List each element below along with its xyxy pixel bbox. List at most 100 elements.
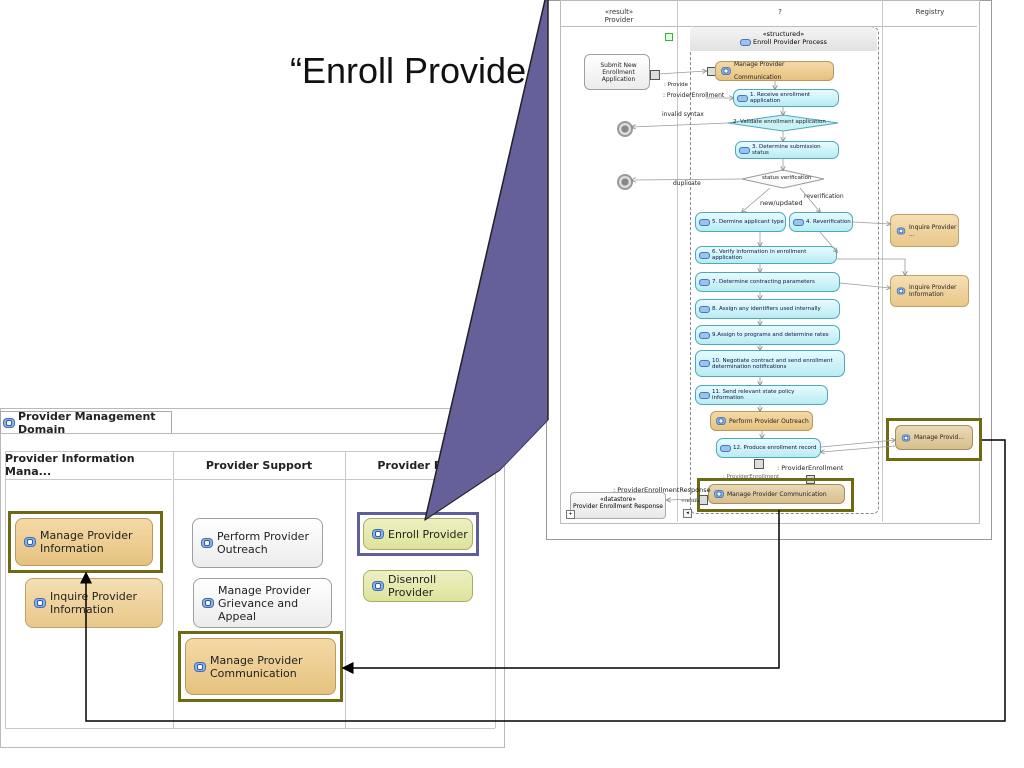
- structured-activity-header: «structured» Enroll Provider Process: [690, 27, 877, 51]
- capability-icon: [34, 598, 46, 608]
- label-provider-enrollment-out: : ProviderEnrollment: [777, 464, 844, 472]
- registry-inquire-short[interactable]: Inquire Provider ...: [890, 214, 959, 247]
- decision-status-verification: [741, 169, 825, 189]
- node-disenroll-provider[interactable]: Disenroll Provider: [363, 570, 473, 602]
- node-enroll-provider[interactable]: Enroll Provider: [363, 518, 473, 550]
- task-icon: [793, 218, 804, 226]
- status-verification-label: status verification: [762, 175, 812, 181]
- step-3[interactable]: 3. Determine submission status: [735, 141, 839, 159]
- highlight-proc-communication: [697, 478, 854, 512]
- node-manage-provider-communication[interactable]: Manage Provider Communication: [185, 638, 336, 695]
- activity-icon: [740, 38, 752, 46]
- capability-icon: [721, 67, 731, 75]
- process-lane-divider: [882, 0, 883, 522]
- lane-divider: [495, 451, 496, 728]
- step-label: 12. Produce enrollment record: [733, 445, 817, 451]
- step-label: 8. Assign any identifiers used internall…: [712, 306, 821, 312]
- node-label: Enroll Provider: [388, 527, 468, 541]
- lane-header-provider-information: Provider Information Mana...: [5, 451, 172, 480]
- lane-divider: [173, 451, 174, 728]
- task-icon: [699, 278, 710, 286]
- step-label: 1. Receive enrollment application: [750, 92, 811, 104]
- step-label: 3. Determine submission status: [752, 144, 821, 156]
- capability-icon: [716, 417, 726, 425]
- node-label: Perform Provider Outreach: [217, 530, 309, 556]
- registry-manage-short[interactable]: Manage Provid...: [895, 425, 973, 450]
- capability-icon: [202, 598, 214, 608]
- expand-marker[interactable]: +: [566, 510, 575, 519]
- lane-bottom-border: [5, 728, 495, 729]
- task-icon: [699, 218, 710, 226]
- capability-icon: [901, 434, 911, 441]
- capability-icon: [896, 227, 906, 234]
- label-invalid-syntax: invalid syntax: [662, 111, 704, 118]
- structured-name: Enroll Provider Process: [753, 38, 827, 46]
- label-new-updated: new/updated: [760, 199, 803, 207]
- process-lane-header-provider: «result» Provider: [561, 8, 677, 27]
- step-label: 5. Dermine applicant type: [712, 219, 784, 225]
- node-label: Manage Provider Communication: [210, 653, 303, 680]
- capability-icon: [201, 538, 213, 548]
- capability-icon: [372, 529, 384, 539]
- proc-manage-communication-top[interactable]: Manage Provider Communication: [715, 61, 834, 81]
- domain-tab[interactable]: Provider Management Domain: [0, 410, 172, 436]
- step-2[interactable]: 2. Validate enrollment application: [733, 119, 826, 125]
- step-11[interactable]: 11. Send relevant state policy informati…: [695, 385, 828, 405]
- callout-edge: [424, 469, 501, 521]
- step-label: 11. Send relevant state policy informati…: [712, 389, 795, 401]
- process-lane-header-unknown: ?: [678, 8, 882, 27]
- step-8[interactable]: 8. Assign any identifiers used internall…: [695, 299, 840, 319]
- capability-icon: [372, 581, 384, 591]
- step-label: 4. Reverification: [806, 219, 851, 225]
- step-5[interactable]: 5. Dermine applicant type: [695, 212, 786, 232]
- label-enrollment-response: : ProviderEnrollmentResponse: [613, 486, 711, 494]
- datastore-stereotype: «datastore»: [599, 496, 637, 503]
- node-manage-provider-information[interactable]: Manage Provider Information: [15, 518, 153, 566]
- label-reverification: reverification: [804, 193, 844, 200]
- step-label: 7. Determine contracting parameters: [712, 279, 815, 285]
- scroll-left-arrow[interactable]: ◂: [683, 509, 692, 518]
- step-12[interactable]: 12. Produce enrollment record: [716, 438, 821, 458]
- arrow-to-manage-information: [80, 439, 1006, 722]
- node-label: Perform Provider Outreach: [729, 417, 809, 425]
- step-9[interactable]: 9.Assign to programs and determine rates: [695, 325, 840, 345]
- task-icon: [699, 360, 710, 367]
- submit-new-enrollment-application[interactable]: Submit New Enrollment Application: [584, 54, 650, 90]
- step-6[interactable]: 6. Verify information in enrollment appl…: [695, 246, 837, 264]
- process-flows: [632, 71, 905, 500]
- submit-label: Submit New Enrollment Application: [600, 61, 637, 83]
- domain-icon: [3, 417, 15, 428]
- capability-icon: [714, 490, 724, 498]
- step-label: 6. Verify information in enrollment appl…: [712, 249, 807, 261]
- label-provider-enrollment-in: : ProviderEnrollment: [663, 92, 725, 99]
- lane-divider: [5, 451, 6, 728]
- collapse-marker[interactable]: [665, 33, 673, 41]
- proc-manage-communication-bottom[interactable]: Manage Provider Communication: [708, 484, 845, 504]
- task-icon: [739, 146, 750, 154]
- label-provider-enrollment-out2: : ProviderEnrollment: [723, 474, 780, 480]
- step-1[interactable]: 1. Receive enrollment application: [733, 89, 839, 107]
- datastore-provider-enrollment-response[interactable]: «datastore» Provider Enrollment Response: [570, 492, 666, 519]
- datastore-name: Provider Enrollment Response: [573, 503, 663, 510]
- node-manage-provider-grievance[interactable]: Manage Provider Grievance and Appeal: [193, 578, 332, 628]
- node-inquire-provider-information[interactable]: Inquire Provider Information: [25, 578, 163, 628]
- highlight-enroll: [357, 512, 479, 556]
- task-icon: [699, 331, 710, 339]
- node-label: Disenroll Provider: [388, 573, 437, 599]
- node-perform-provider-outreach[interactable]: Perform Provider Outreach: [192, 518, 323, 568]
- registry-inquire-full[interactable]: Inquire Provider Information: [890, 275, 969, 307]
- task-icon: [737, 94, 748, 102]
- step-7[interactable]: 7. Determine contracting parameters: [695, 272, 840, 292]
- lane-name: ?: [778, 8, 782, 16]
- label-duplicate: duplicate: [673, 180, 701, 187]
- lane-header-provider-support: Provider Support: [173, 451, 345, 480]
- lane-name: Provider: [604, 16, 634, 24]
- tab-divider: [0, 433, 503, 434]
- structured-stereotype: «structured»: [762, 30, 805, 38]
- step-10[interactable]: 10. Negotiate contract and send enrollme…: [695, 350, 845, 377]
- highlight-registry-manage: [886, 418, 982, 461]
- output-pin: [699, 495, 708, 505]
- step-label: 9.Assign to programs and determine rates: [712, 332, 829, 338]
- node-label: Manage Provider Information: [40, 529, 133, 555]
- task-icon: [720, 444, 731, 452]
